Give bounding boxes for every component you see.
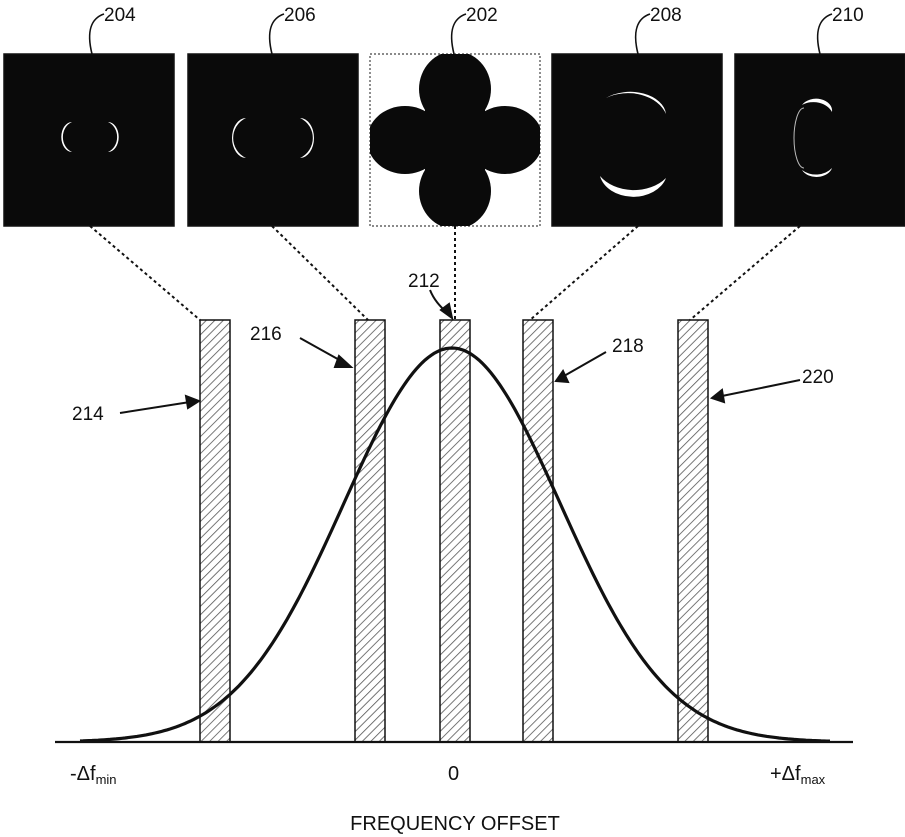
axis-left-sub: min bbox=[96, 772, 117, 787]
bars bbox=[199, 319, 709, 743]
gaussian-curve bbox=[79, 346, 830, 743]
axis-left-label: -Δfmin bbox=[70, 763, 117, 787]
panel-204 bbox=[3, 53, 175, 227]
panel-208 bbox=[551, 53, 723, 227]
small-vertical-crescents bbox=[793, 98, 833, 177]
ref-206: 206 bbox=[284, 5, 316, 26]
axis-left-main: -Δf bbox=[70, 763, 96, 785]
ref-210: 210 bbox=[832, 5, 864, 26]
ref-218: 218 bbox=[612, 336, 644, 357]
bar-214 bbox=[199, 319, 231, 743]
axis-right-main: +Δf bbox=[770, 763, 801, 785]
ref-216: 216 bbox=[250, 324, 282, 345]
ref-220: 220 bbox=[802, 367, 834, 388]
axis-center-label: 0 bbox=[448, 763, 459, 785]
axis-title: FREQUENCY OFFSET bbox=[350, 813, 560, 835]
axis-right-label: +Δfmax bbox=[770, 763, 826, 787]
bar-arrows bbox=[119, 289, 801, 414]
four-lobe-clover bbox=[370, 54, 540, 226]
bar-218 bbox=[522, 319, 554, 743]
panel-210 bbox=[734, 53, 905, 227]
large-vertical-crescents bbox=[600, 91, 666, 197]
panel-leaders bbox=[88, 13, 833, 55]
ref-212: 212 bbox=[408, 271, 440, 292]
axis-right-sub: max bbox=[801, 772, 826, 787]
ref-208: 208 bbox=[650, 5, 682, 26]
bar-212 bbox=[439, 319, 471, 743]
ref-202: 202 bbox=[466, 5, 498, 26]
panel-202 bbox=[369, 53, 541, 227]
panel-refs: 204 206 202 208 210 bbox=[104, 5, 864, 26]
dotted-connectors bbox=[89, 225, 801, 321]
bar-refs: 214 216 212 218 220 bbox=[72, 271, 834, 425]
bar-220 bbox=[677, 319, 709, 743]
ref-214: 214 bbox=[72, 404, 104, 425]
small-horizontal-crescents bbox=[61, 122, 119, 152]
ref-204: 204 bbox=[104, 5, 136, 26]
large-horizontal-crescents bbox=[232, 118, 314, 158]
bar-216 bbox=[354, 319, 386, 743]
panel-206 bbox=[187, 53, 359, 227]
